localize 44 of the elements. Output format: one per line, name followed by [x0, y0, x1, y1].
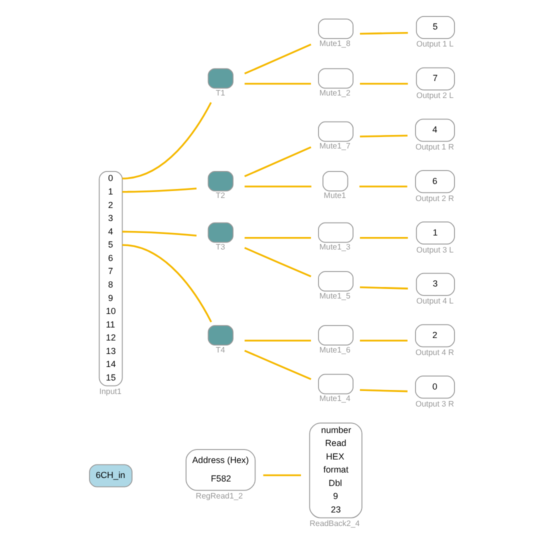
node-label: Mute1_7 — [319, 142, 350, 151]
node-label: T3 — [216, 242, 226, 252]
node-label: Output 4 L — [416, 296, 454, 306]
connector — [244, 82, 311, 85]
node-label: ReadBack2_4 — [310, 518, 360, 528]
connector — [122, 230, 197, 236]
node-label: Mute1_5 — [319, 291, 350, 300]
node-label: T4 — [216, 345, 226, 354]
connector — [360, 134, 408, 138]
connector — [244, 350, 312, 380]
node-label: Output 1 L — [416, 40, 454, 49]
connector — [360, 237, 408, 239]
connector — [360, 32, 408, 35]
node-label: Output 2 L — [416, 91, 454, 100]
node-label: Mute1_3 — [319, 242, 350, 252]
node-label: Mute1_8 — [319, 38, 350, 48]
node-label: T2 — [216, 191, 226, 200]
node-label: Output 2 R — [416, 194, 454, 203]
node-label: Output 1 R — [416, 142, 454, 152]
node-label: Mute1_6 — [319, 345, 350, 354]
connector — [360, 389, 408, 392]
connector — [359, 186, 408, 188]
connector — [244, 247, 312, 278]
connector — [122, 188, 197, 193]
connector — [244, 146, 312, 178]
connector — [244, 237, 311, 239]
node-label: Output 3 R — [416, 399, 454, 408]
node-label: Output 3 L — [416, 245, 454, 254]
node-label: T1 — [216, 88, 226, 98]
node-label: Mute1_4 — [319, 394, 350, 404]
connector — [263, 474, 301, 476]
connector — [244, 186, 312, 188]
connector — [360, 340, 408, 342]
node-label: RegRead1_2 — [196, 492, 243, 501]
node-label: Output 4 R — [416, 348, 454, 358]
node-label: Mute1_2 — [319, 88, 350, 98]
connector — [244, 340, 311, 342]
node-label: Mute1 — [324, 191, 346, 200]
connector — [122, 244, 212, 322]
connector — [244, 44, 312, 74]
node-label: Input1 — [99, 386, 122, 396]
connector — [360, 82, 408, 85]
connector — [360, 286, 408, 290]
connector — [122, 102, 212, 180]
